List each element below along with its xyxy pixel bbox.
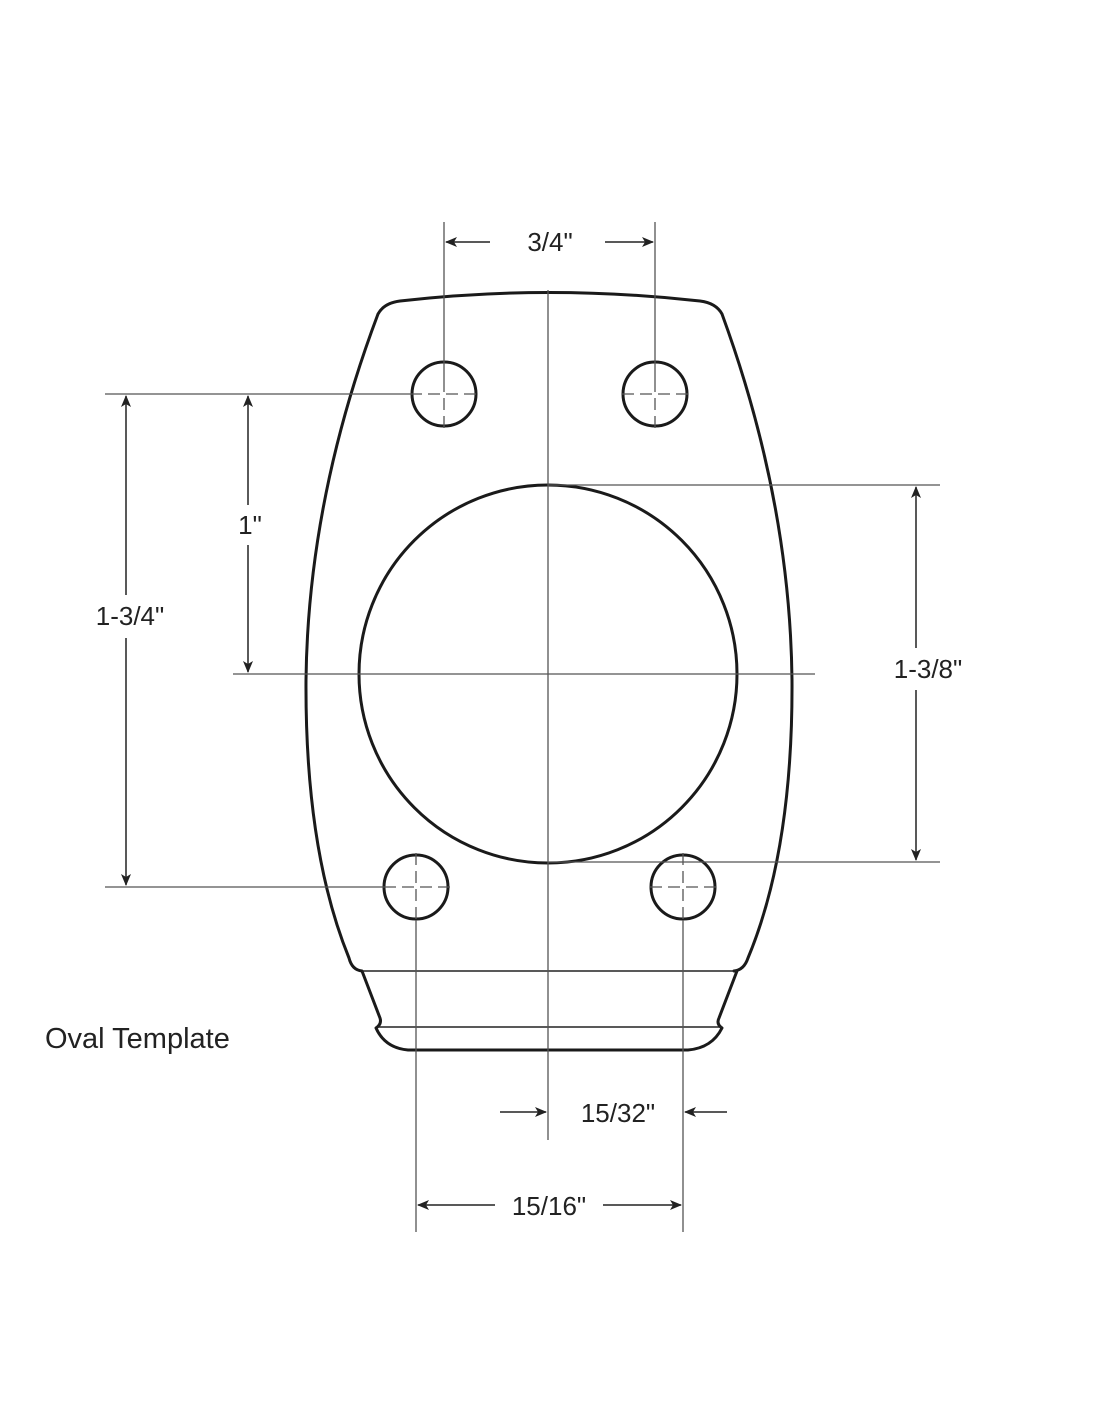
dimension-label-1: 1" xyxy=(238,510,262,540)
dimension-label-1-3-4: 1-3/4" xyxy=(96,601,165,631)
dimension-label-3-4: 3/4" xyxy=(527,227,572,257)
template-outline xyxy=(304,291,794,1052)
dimension-label-15-16: 15/16" xyxy=(512,1191,586,1221)
dimension-label-1-3-8: 1-3/8" xyxy=(894,654,963,684)
dimension-label-15-32: 15/32" xyxy=(581,1098,655,1128)
diagram-title: Oval Template xyxy=(45,1023,230,1055)
